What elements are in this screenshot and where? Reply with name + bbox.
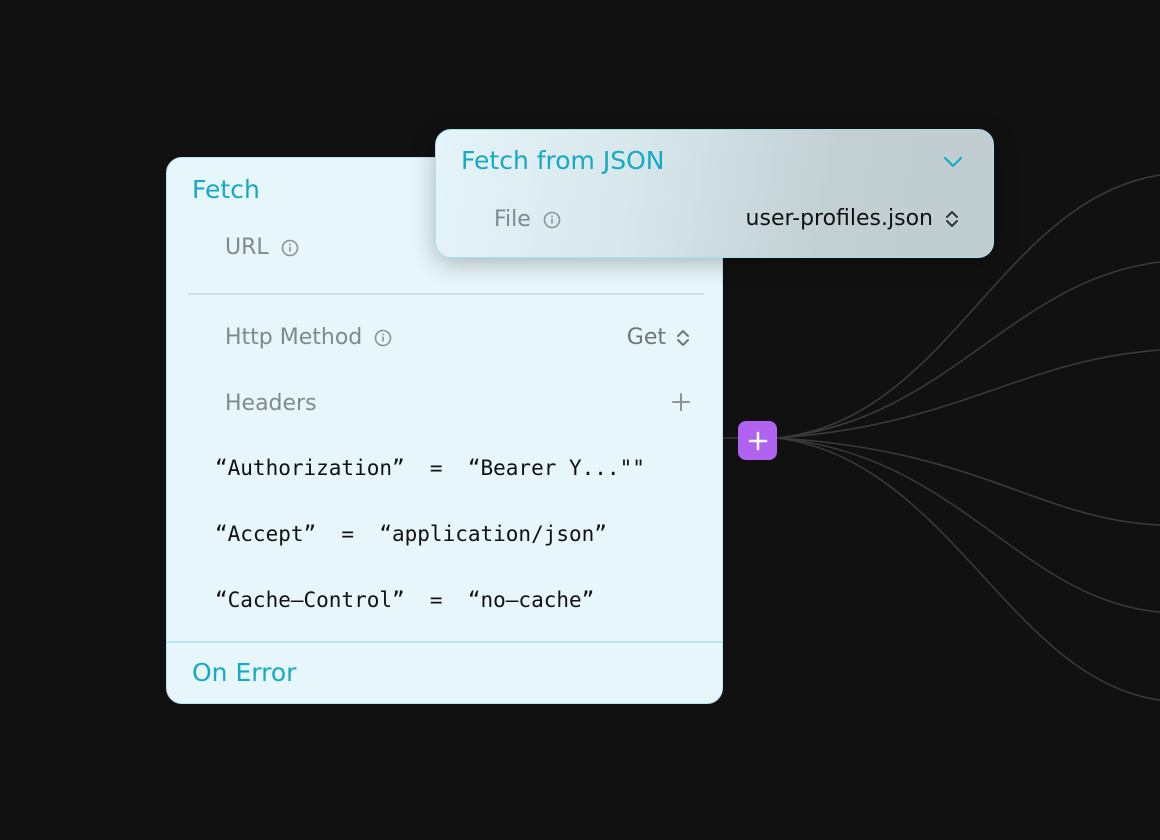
file-label: File [494, 207, 531, 232]
fetch-node-title: Fetch [192, 175, 260, 204]
wire [776, 437, 1160, 701]
http-method-value: Get [626, 325, 666, 350]
file-value: user-profiles.json [745, 206, 933, 231]
url-label: URL [225, 235, 269, 260]
http-method-label: Http Method [225, 325, 363, 350]
info-icon[interactable] [281, 239, 299, 257]
wire [776, 437, 1160, 526]
plus-icon [748, 431, 767, 450]
on-error-section[interactable]: On Error [192, 658, 297, 687]
chevron-up-down-icon [946, 210, 958, 227]
headers-row: Headers [225, 391, 317, 416]
header-entry-accept[interactable]: “Accept” = “application/json” [215, 522, 607, 546]
http-method-row: Http Method [225, 325, 392, 350]
json-node-title: Fetch from JSON [461, 146, 665, 175]
http-method-select[interactable]: Get [627, 325, 692, 350]
file-select[interactable]: user-profiles.json [746, 206, 961, 231]
wire [776, 349, 1160, 439]
header-entry-cache-control[interactable]: “Cache–Control” = “no–cache” [215, 588, 595, 612]
headers-label: Headers [225, 391, 317, 416]
add-connection-button[interactable] [738, 421, 777, 460]
add-header-button[interactable] [670, 391, 692, 413]
header-entry-authorization[interactable]: “Authorization” = “Bearer Y..."" [215, 456, 645, 480]
wire [776, 174, 1160, 439]
info-icon[interactable] [543, 211, 561, 229]
chevron-down-icon[interactable] [941, 150, 965, 174]
wire [776, 261, 1160, 439]
wire [776, 437, 1160, 613]
info-icon[interactable] [374, 329, 392, 347]
chevron-up-down-icon [677, 329, 689, 346]
fetch-from-json-node[interactable]: Fetch from JSON File user-profiles.json [435, 129, 994, 258]
section-divider [188, 293, 704, 295]
file-field-row: File [494, 207, 561, 232]
footer-divider [167, 641, 722, 643]
url-field-row[interactable]: URL [225, 235, 299, 260]
